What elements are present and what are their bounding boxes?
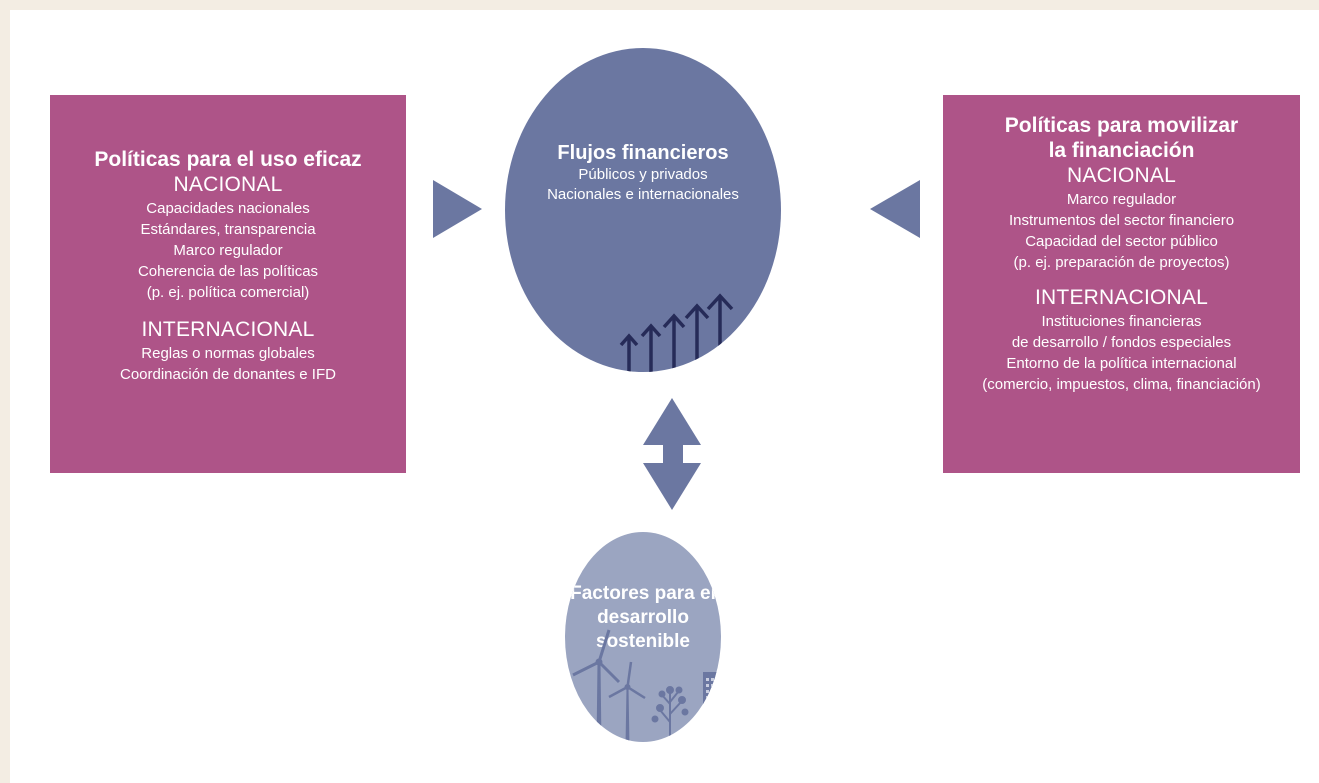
right-national-item: Marco regulador — [1066, 191, 1177, 208]
left-national-item: Capacidades nacionales — [146, 200, 310, 217]
left-international-heading: INTERNACIONAL — [141, 318, 315, 341]
right-international-item: de desarrollo / fondos especiales — [1011, 334, 1232, 351]
left-national-item: Coherencia de las políticas — [137, 263, 319, 280]
right-box-title: Políticas para movilizar — [1004, 114, 1239, 137]
mobilize-financing-policies-box: Políticas para movilizar la financiación… — [943, 95, 1300, 473]
left-national-item: (p. ej. política comercial) — [146, 284, 310, 301]
left-box-title: Políticas para el uso eficaz — [94, 148, 362, 171]
right-international-item: Entorno de la política internacional — [1006, 355, 1237, 372]
left-national-heading: NACIONAL — [173, 173, 283, 196]
right-international-item: Instituciones financieras — [1041, 313, 1202, 330]
effective-use-policies-box: Políticas para el uso eficaz NACIONAL Ca… — [50, 95, 406, 473]
building-icon — [703, 672, 721, 742]
right-national-item: Capacidad del sector público — [1025, 233, 1218, 250]
left-international-item: Coordinación de donantes e IFD — [120, 366, 336, 383]
financial-flows-circle: Flujos financieros Públicos y privados N… — [505, 48, 781, 372]
factors-title: Factores para el — [570, 583, 716, 604]
flows-line: Públicos y privados — [578, 166, 708, 183]
wind-turbine-icon — [572, 629, 621, 742]
right-international-item: (comercio, impuestos, clima, financiació… — [982, 376, 1261, 393]
factors-title: desarrollo sostenible — [596, 607, 690, 652]
flows-line: Nacionales e internacionales — [547, 186, 739, 203]
left-national-item: Estándares, transparencia — [140, 221, 316, 238]
right-international-heading: INTERNACIONAL — [1035, 286, 1208, 309]
right-national-heading: NACIONAL — [1067, 164, 1176, 187]
right-national-item: Instrumentos del sector financiero — [1008, 212, 1235, 229]
flows-title: Flujos financieros — [557, 142, 729, 164]
left-international-item: Reglas o normas globales — [141, 345, 315, 362]
rising-arrows-icon — [619, 293, 734, 372]
right-box-title: la financiación — [1048, 139, 1195, 162]
factors-icons — [572, 629, 721, 742]
wind-turbine-icon — [608, 661, 646, 742]
right-national-item: (p. ej. preparación de proyectos) — [1013, 254, 1230, 271]
sustainable-development-circle: Factores para el desarrollo sostenible — [565, 532, 721, 742]
left-national-item: Marco regulador — [173, 242, 283, 259]
tree-icon — [651, 686, 689, 742]
